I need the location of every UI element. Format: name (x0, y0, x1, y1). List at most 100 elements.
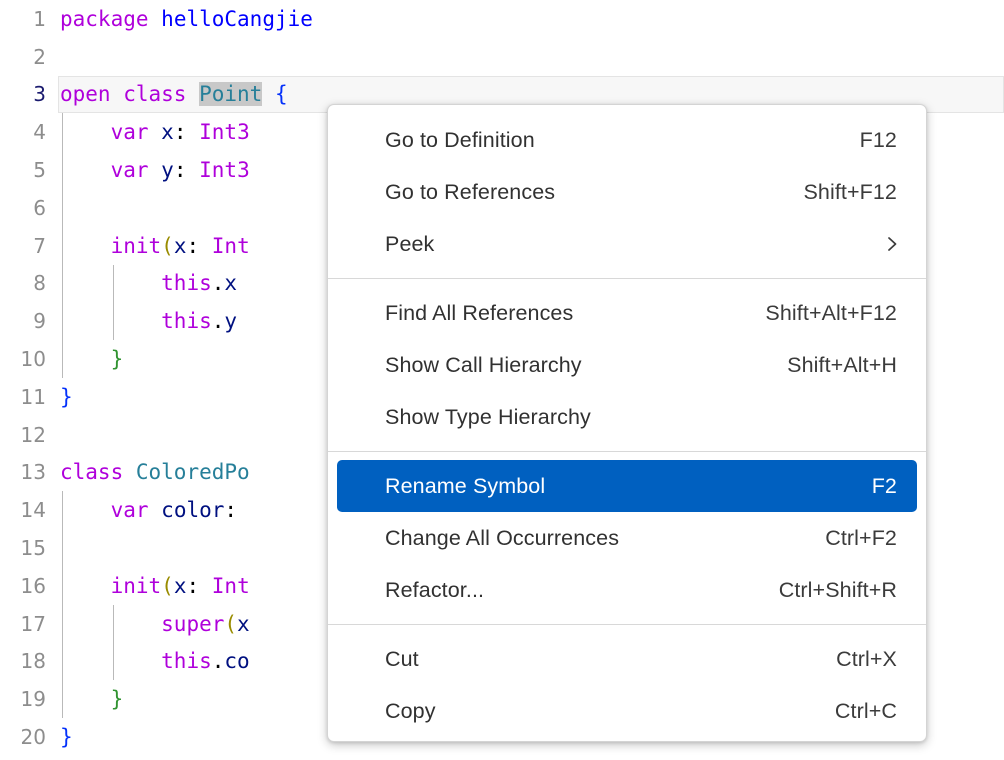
code-line-text[interactable] (58, 38, 1004, 76)
code-token (149, 158, 162, 182)
code-line[interactable]: 8 this.x (0, 264, 1004, 303)
menu-item-show-type-hierarchy[interactable]: Show Type Hierarchy (337, 391, 917, 443)
code-tokens: init(x: Int (60, 574, 250, 598)
code-line-text[interactable]: var x: Int3 (58, 113, 1004, 152)
code-line[interactable]: 10 } (0, 340, 1004, 378)
code-token (237, 498, 250, 522)
indent-guide (112, 302, 114, 341)
code-line-text[interactable] (58, 529, 1004, 567)
code-token (186, 158, 199, 182)
code-line[interactable]: 15 (0, 529, 1004, 567)
code-line[interactable]: 9 this.y (0, 302, 1004, 341)
menu-item-shortcut: Shift+Alt+H (787, 352, 897, 377)
code-token (60, 309, 161, 333)
code-line-text[interactable] (58, 188, 1004, 227)
code-token: Int3 (199, 120, 250, 145)
code-line[interactable]: 20} (0, 718, 1004, 756)
code-line[interactable]: 19 } (0, 680, 1004, 719)
code-token: ( (161, 573, 174, 598)
line-number: 13 (20, 460, 46, 485)
code-line-text[interactable]: var y: Int3 (58, 151, 1004, 189)
code-line[interactable]: 12 (0, 416, 1004, 454)
code-line-text[interactable]: init(x: Int (58, 226, 1004, 265)
code-line-text[interactable]: this.co (58, 642, 1004, 681)
code-line-text[interactable]: } (58, 340, 1004, 378)
code-token: init (110, 233, 162, 258)
code-token (60, 612, 161, 636)
indent-guide (62, 604, 63, 643)
code-line-text[interactable]: } (58, 680, 1004, 719)
code-token: } (110, 687, 124, 712)
code-line[interactable]: 11} (0, 378, 1004, 416)
line-number: 3 (33, 82, 46, 107)
indent-guide (62, 680, 63, 719)
code-tokens: } (60, 347, 124, 371)
indent-guide (62, 113, 63, 152)
code-token: super (161, 611, 225, 636)
code-token: y (224, 309, 238, 334)
code-token (60, 574, 111, 598)
code-line[interactable]: 18 this.co (0, 642, 1004, 681)
code-line[interactable]: 4 var x: Int3 (0, 113, 1004, 152)
code-line-text[interactable]: super(x (58, 604, 1004, 643)
code-line[interactable]: 13 class ColoredPo (0, 454, 1004, 492)
line-number: 8 (33, 271, 46, 296)
code-line[interactable]: 16 init(x: Int (0, 566, 1004, 605)
code-token: Int3 (199, 158, 250, 183)
menu-item-peek[interactable]: Peek (337, 218, 917, 270)
code-tokens: } (60, 725, 73, 749)
code-line[interactable]: 17 super(x (0, 604, 1004, 643)
indent-guide (62, 340, 63, 378)
code-line[interactable]: 5 var y: Int3 (0, 151, 1004, 189)
code-token (199, 234, 212, 258)
code-token: x (224, 271, 238, 296)
code-token (186, 82, 199, 106)
line-number: 20 (20, 725, 46, 750)
line-number: 12 (20, 422, 46, 447)
line-number: 5 (33, 158, 46, 183)
code-token (262, 82, 275, 106)
code-line[interactable]: 6 (0, 188, 1004, 227)
code-token: open (60, 82, 111, 107)
code-line-text[interactable]: this.y (58, 302, 1004, 341)
line-number: 10 (20, 347, 46, 372)
code-token: x (173, 233, 187, 258)
code-tokens: } (60, 687, 124, 712)
menu-item-shortcut: Ctrl+C (834, 698, 897, 723)
code-line-text[interactable]: this.x (58, 264, 1004, 303)
code-line-text[interactable]: var color: (58, 491, 1004, 530)
indent-guide (112, 642, 114, 681)
code-line-text[interactable]: package helloCangjie (58, 0, 1004, 38)
code-line-text[interactable]: init(x: Int (58, 566, 1004, 605)
code-line[interactable]: 7 init(x: Int (0, 226, 1004, 265)
indent-guide (62, 302, 63, 341)
code-token: x (161, 120, 174, 145)
indent-guide (62, 264, 63, 303)
code-line[interactable]: 2 (0, 38, 1004, 76)
menu-item-label: Peek (385, 231, 435, 256)
menu-item-refactor[interactable]: Refactor...Ctrl+Shift+R (337, 564, 917, 616)
code-token: class (123, 82, 187, 107)
line-number: 17 (20, 611, 46, 636)
code-line-text[interactable]: } (58, 378, 1004, 416)
code-line[interactable]: 14 var color: (0, 491, 1004, 530)
menu-item-shortcut: Ctrl+X (836, 646, 897, 671)
code-line-text[interactable]: } (58, 718, 1004, 756)
code-line-text[interactable]: class ColoredPo (58, 454, 1004, 492)
code-token: helloCangjie (161, 6, 313, 31)
code-token: ( (224, 611, 238, 636)
code-tokens: var y: Int3 (60, 158, 250, 182)
code-token: . (211, 309, 225, 334)
